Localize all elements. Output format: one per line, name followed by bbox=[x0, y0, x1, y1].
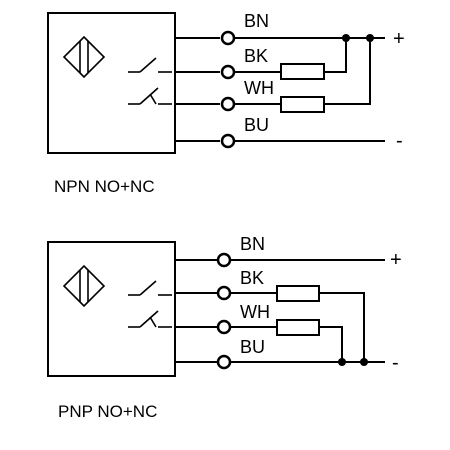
no-switch-icon bbox=[128, 280, 172, 296]
minus-sign: - bbox=[396, 130, 403, 152]
npn-caption: NPN NO+NC bbox=[54, 177, 155, 196]
wh-terminal bbox=[220, 96, 236, 112]
junction-dot bbox=[360, 358, 368, 366]
wh-resistor bbox=[280, 96, 325, 113]
bk-resistor bbox=[280, 63, 325, 80]
bn-terminal bbox=[220, 30, 236, 46]
wh-label: WH bbox=[244, 78, 274, 98]
pnp-diagram: BN BK WH BU + - PNP NO+NC bbox=[47, 234, 402, 421]
bk-terminal bbox=[216, 285, 232, 301]
sensor-body bbox=[47, 241, 176, 377]
bk-resistor bbox=[276, 285, 320, 302]
bk-label: BK bbox=[240, 268, 264, 288]
pnp-caption: PNP NO+NC bbox=[58, 402, 157, 421]
wh-terminal bbox=[216, 319, 232, 335]
nc-switch-icon bbox=[128, 310, 172, 328]
nc-switch-icon bbox=[128, 87, 172, 105]
minus-sign: - bbox=[392, 352, 399, 374]
junction-dot bbox=[338, 358, 346, 366]
bu-label: BU bbox=[244, 115, 269, 135]
plus-sign: + bbox=[390, 249, 402, 271]
bu-terminal bbox=[216, 354, 232, 370]
bk-terminal bbox=[220, 64, 236, 80]
bn-label: BN bbox=[244, 11, 269, 31]
bk-label: BK bbox=[244, 46, 268, 66]
sensor-symbol-icon bbox=[62, 35, 106, 79]
bu-terminal bbox=[220, 133, 236, 149]
sensor-body bbox=[47, 12, 176, 154]
no-switch-icon bbox=[128, 57, 172, 73]
bn-terminal bbox=[216, 252, 232, 268]
bu-label: BU bbox=[240, 337, 265, 357]
bn-label: BN bbox=[240, 234, 265, 254]
wh-label: WH bbox=[240, 302, 270, 322]
sensor-symbol-icon bbox=[62, 264, 106, 308]
plus-sign: + bbox=[393, 28, 405, 50]
junction-dot bbox=[366, 34, 374, 42]
wh-resistor bbox=[276, 319, 320, 336]
npn-diagram: BN BK WH BU + - NPN NO+NC bbox=[47, 11, 405, 196]
junction-dot bbox=[342, 34, 350, 42]
